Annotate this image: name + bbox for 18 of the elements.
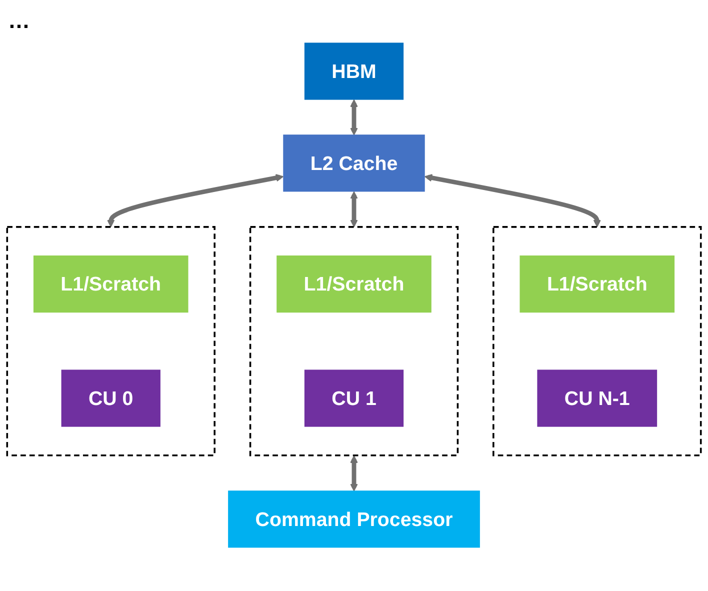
node-box: CU 1 bbox=[304, 370, 404, 428]
node-box: CU N-1 bbox=[537, 370, 658, 428]
node-box: Command Processor bbox=[228, 490, 480, 548]
ellipsis-text: … bbox=[8, 8, 30, 34]
arrow bbox=[350, 192, 358, 228]
cluster bbox=[492, 226, 702, 457]
arrow bbox=[350, 100, 358, 136]
arrow bbox=[424, 174, 602, 228]
arrow bbox=[350, 456, 358, 492]
node-box: L2 Cache bbox=[283, 134, 425, 192]
cluster bbox=[6, 226, 216, 457]
node-box: HBM bbox=[304, 43, 404, 100]
cluster bbox=[249, 226, 459, 457]
node-box: L1/Scratch bbox=[33, 256, 188, 313]
node-box: L1/Scratch bbox=[520, 256, 675, 313]
node-box: CU 0 bbox=[61, 370, 160, 428]
arrow bbox=[106, 174, 284, 228]
node-box: L1/Scratch bbox=[276, 256, 432, 313]
